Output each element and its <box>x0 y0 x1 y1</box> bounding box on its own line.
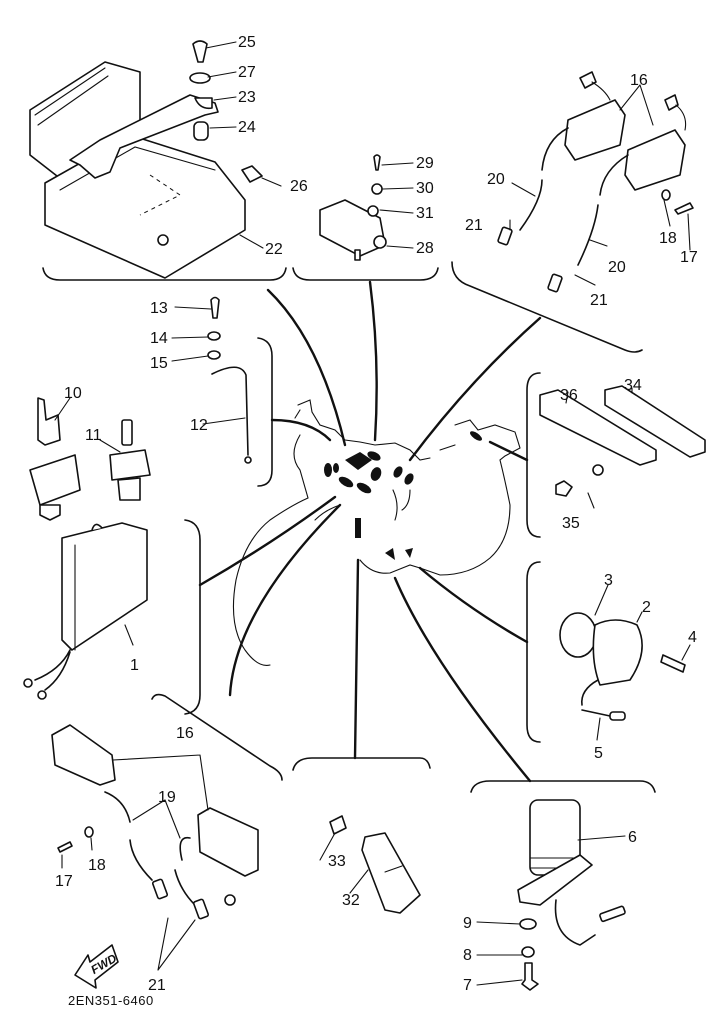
front-ignition-coils[interactable] <box>497 71 694 293</box>
callout-20-front-b: 20 <box>608 259 626 276</box>
cdi-unit[interactable] <box>29 40 263 279</box>
callout-9: 9 <box>463 915 472 932</box>
callout-16-front: 16 <box>630 72 648 89</box>
callout-17-front: 17 <box>680 249 698 266</box>
callout-22: 22 <box>265 241 283 258</box>
callout-31: 31 <box>416 205 434 222</box>
motorcycle-frame-outline <box>232 399 521 666</box>
bracket-license <box>526 372 541 538</box>
callout-10: 10 <box>64 385 82 402</box>
callout-6: 6 <box>628 829 637 846</box>
callout-2: 2 <box>642 599 651 616</box>
callout-30: 30 <box>416 180 434 197</box>
callout-27: 27 <box>238 64 256 81</box>
bracket-relay <box>292 267 439 281</box>
callout-17-rear: 17 <box>55 873 73 890</box>
relay-assembly[interactable] <box>319 154 387 261</box>
callout-21-front-a: 21 <box>465 217 483 234</box>
callout-35: 35 <box>562 515 580 532</box>
side-reflector[interactable] <box>329 815 421 914</box>
callout-20-front-a: 20 <box>487 171 505 188</box>
callout-28: 28 <box>416 240 434 257</box>
callout-33: 33 <box>328 853 346 870</box>
bracket-rectifier <box>184 519 201 715</box>
connector-lines <box>198 280 542 783</box>
callout-leaders <box>54 41 691 986</box>
callout-36: 36 <box>560 387 578 404</box>
forward-direction-arrow: FWD <box>74 944 119 989</box>
ground-lead[interactable] <box>207 296 252 464</box>
fuel-sender[interactable] <box>517 799 626 991</box>
bracket-ground-lead <box>257 337 273 487</box>
callout-7: 7 <box>463 977 472 994</box>
bracket-rear-coils <box>151 693 283 781</box>
bracket-fuel-sender <box>470 780 656 793</box>
callout-14: 14 <box>150 330 168 347</box>
callout-3: 3 <box>604 572 613 589</box>
callout-26: 26 <box>290 178 308 195</box>
callout-5: 5 <box>594 745 603 762</box>
bracket-front-coils <box>451 261 643 353</box>
callout-18-front: 18 <box>659 230 677 247</box>
license-light-assembly[interactable] <box>539 385 706 497</box>
callout-18-rear: 18 <box>88 857 106 874</box>
bracket-reflector <box>292 757 431 771</box>
callout-32: 32 <box>342 892 360 909</box>
callout-15: 15 <box>150 355 168 372</box>
group-brackets <box>42 261 656 793</box>
switch-11[interactable] <box>109 419 151 501</box>
callout-1: 1 <box>130 657 139 674</box>
callout-24: 24 <box>238 119 256 136</box>
rectifier[interactable] <box>23 522 148 700</box>
bracket-cdi <box>42 267 287 281</box>
callout-8: 8 <box>463 947 472 964</box>
callout-4: 4 <box>688 629 697 646</box>
callout-34: 34 <box>624 377 642 394</box>
callout-25: 25 <box>238 34 256 51</box>
bracket-neutral <box>526 561 541 743</box>
callout-13: 13 <box>150 300 168 317</box>
rear-ignition-coils[interactable] <box>51 724 259 920</box>
callout-16-rear: 16 <box>176 725 194 742</box>
neutral-switch-assembly[interactable] <box>559 612 686 721</box>
callout-21-rear: 21 <box>148 977 166 994</box>
callout-12: 12 <box>190 417 208 434</box>
callout-21-front-b: 21 <box>590 292 608 309</box>
drawing-code: 2EN351-6460 <box>68 993 154 1008</box>
callout-numbers: 25 27 23 24 26 22 29 30 31 28 16 20 21 2… <box>55 34 698 1008</box>
callout-11: 11 <box>85 427 102 444</box>
callout-23: 23 <box>238 89 256 106</box>
switch-10[interactable] <box>29 397 81 521</box>
callout-29: 29 <box>416 155 434 172</box>
callout-19: 19 <box>158 789 176 806</box>
